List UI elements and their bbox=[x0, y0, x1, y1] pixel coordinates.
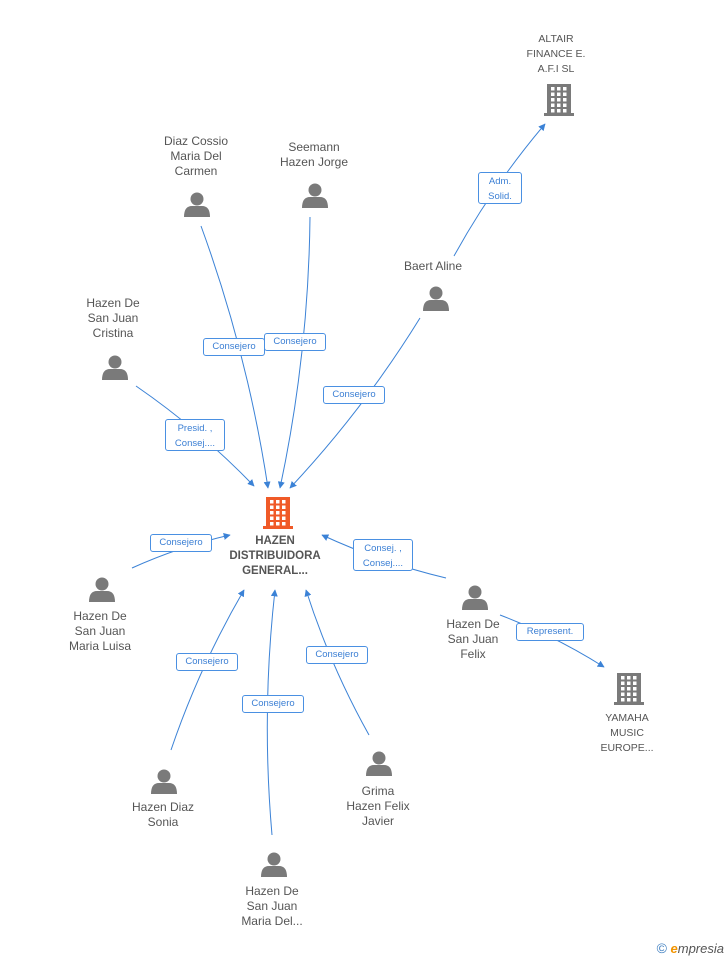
mariadel-person-icon[interactable] bbox=[261, 852, 287, 878]
felix-node-label: Hazen De San Juan Felix bbox=[446, 616, 500, 661]
edge-label-seemann-to-main[interactable]: Consejero bbox=[264, 333, 326, 351]
sonia-person-icon[interactable] bbox=[151, 769, 177, 795]
edge-label-sonia-to-main[interactable]: Consejero bbox=[176, 653, 238, 671]
edge-label-felix-to-yamaha[interactable]: Represent. bbox=[516, 623, 584, 641]
felix-person-icon[interactable] bbox=[462, 585, 488, 611]
mariadel-node-label: Hazen De San Juan Maria Del... bbox=[241, 883, 303, 928]
edge-grima-to-main bbox=[304, 589, 370, 736]
cristina-person-icon[interactable] bbox=[102, 355, 128, 381]
seemann-person-icon[interactable] bbox=[302, 183, 328, 209]
main-building-icon[interactable] bbox=[263, 497, 293, 529]
edge-label-diaz-to-main[interactable]: Consejero bbox=[203, 338, 265, 356]
edge-seemann-to-main bbox=[277, 216, 311, 489]
brand-e: e bbox=[670, 941, 678, 956]
diaz-node-label: Diaz Cossio Maria Del Carmen bbox=[163, 133, 229, 178]
altair-building-icon[interactable] bbox=[544, 84, 574, 116]
edge-label-luisa-to-main[interactable]: Consejero bbox=[150, 534, 212, 552]
main-node-label: HAZEN DISTRIBUIDORA GENERAL... bbox=[229, 534, 321, 577]
altair-node-label: ALTAIR FINANCE E. A.F.I SL bbox=[526, 32, 586, 75]
edge-label-baert-to-main[interactable]: Consejero bbox=[323, 386, 385, 404]
brand-logo[interactable]: © empresia bbox=[657, 940, 724, 956]
yamaha-node-label: YAMAHA MUSIC EUROPE... bbox=[600, 711, 654, 754]
luisa-node-label: Hazen De San Juan Maria Luisa bbox=[68, 608, 132, 653]
seemann-node-label: Seemann Hazen Jorge bbox=[279, 140, 349, 169]
baert-node-label: Baert Aline bbox=[403, 258, 463, 273]
diaz-person-icon[interactable] bbox=[184, 192, 210, 218]
edge-label-grima-to-main[interactable]: Consejero bbox=[306, 646, 368, 664]
yamaha-building-icon[interactable] bbox=[614, 673, 644, 705]
luisa-person-icon[interactable] bbox=[89, 577, 115, 603]
copyright-symbol: © bbox=[656, 940, 667, 956]
sonia-node-label: Hazen Diaz Sonia bbox=[131, 800, 195, 829]
grima-node-label: Grima Hazen Felix Javier bbox=[346, 783, 410, 828]
edge-label-cristina-to-main[interactable]: Presid. , Consej.... bbox=[165, 419, 225, 451]
edge-baert-to-main bbox=[289, 317, 421, 489]
edge-label-felix-to-main[interactable]: Consej. , Consej.... bbox=[353, 539, 413, 571]
cristina-node-label: Hazen De San Juan Cristina bbox=[86, 295, 140, 340]
baert-person-icon[interactable] bbox=[423, 286, 449, 312]
brand-name: mpresia bbox=[677, 941, 724, 956]
edge-label-mariadel-to-main[interactable]: Consejero bbox=[242, 695, 304, 713]
edge-label-baert-to-altair[interactable]: Adm. Solid. bbox=[478, 172, 522, 204]
grima-person-icon[interactable] bbox=[366, 751, 392, 777]
